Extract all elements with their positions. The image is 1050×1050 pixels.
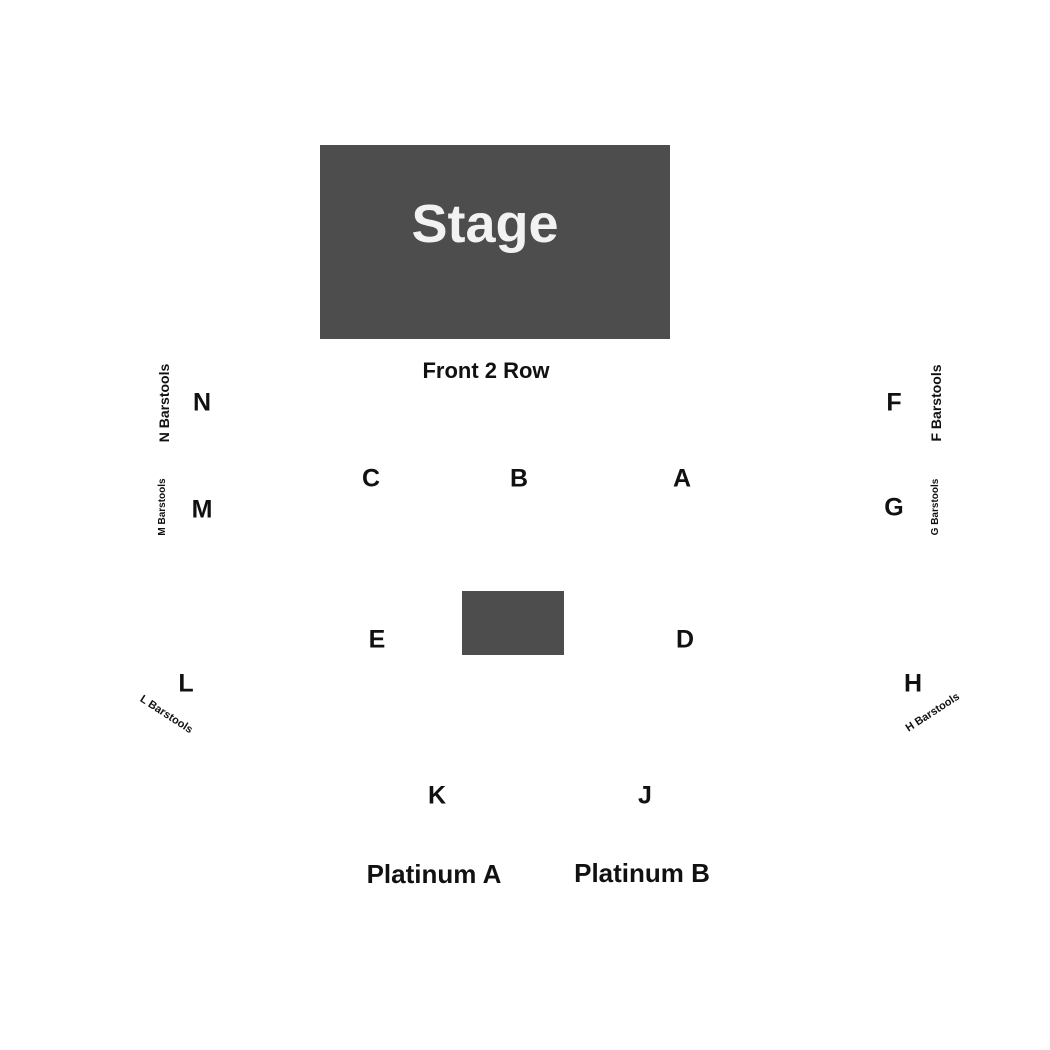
section-h-barstools[interactable]: H Barstools <box>903 690 962 735</box>
section-k[interactable]: K <box>427 781 447 810</box>
section-d[interactable]: D <box>675 625 695 654</box>
center-platform <box>462 591 564 655</box>
section-a[interactable]: A <box>672 464 692 493</box>
section-f-barstools[interactable]: F Barstools <box>928 364 944 442</box>
section-j[interactable]: J <box>638 781 652 810</box>
section-h[interactable]: H <box>903 669 923 698</box>
section-f[interactable]: F <box>886 388 902 417</box>
section-l[interactable]: L <box>178 669 194 698</box>
section-n[interactable]: N <box>192 388 212 417</box>
section-m-barstools[interactable]: M Barstools <box>157 478 168 536</box>
stage[interactable]: Stage <box>320 145 670 339</box>
section-platinum-a[interactable]: Platinum A <box>366 859 502 889</box>
section-l-barstools[interactable]: L Barstools <box>137 693 195 737</box>
section-m[interactable]: M <box>191 495 213 524</box>
section-c[interactable]: C <box>361 464 381 493</box>
section-g-barstools[interactable]: G Barstools <box>930 478 941 536</box>
section-platinum-b[interactable]: Platinum B <box>574 858 710 888</box>
section-n-barstools[interactable]: N Barstools <box>156 363 172 443</box>
section-front-2-row[interactable]: Front 2 Row <box>422 358 550 383</box>
section-e[interactable]: E <box>368 625 386 654</box>
stage-label: Stage <box>411 194 559 254</box>
section-g[interactable]: G <box>884 493 904 522</box>
section-b[interactable]: B <box>509 464 529 493</box>
